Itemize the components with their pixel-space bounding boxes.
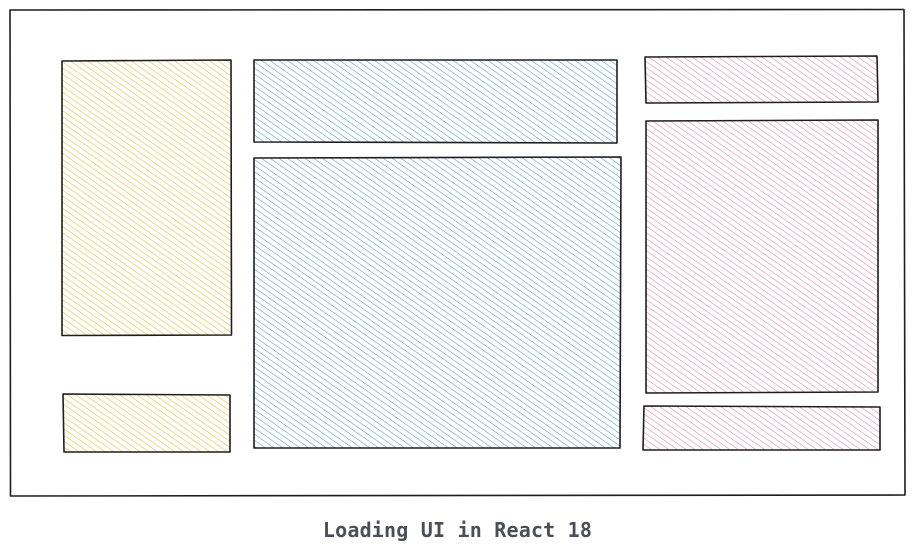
outer-frame xyxy=(9,8,906,497)
right-header-block xyxy=(644,55,879,104)
diagram-caption: Loading UI in React 18 xyxy=(322,518,593,542)
left-footer-block xyxy=(62,393,231,453)
right-main-block xyxy=(645,119,879,394)
center-main-block xyxy=(253,156,622,449)
center-header-block xyxy=(253,59,618,144)
right-footer-block xyxy=(642,405,881,451)
left-sidebar-block xyxy=(61,59,233,337)
